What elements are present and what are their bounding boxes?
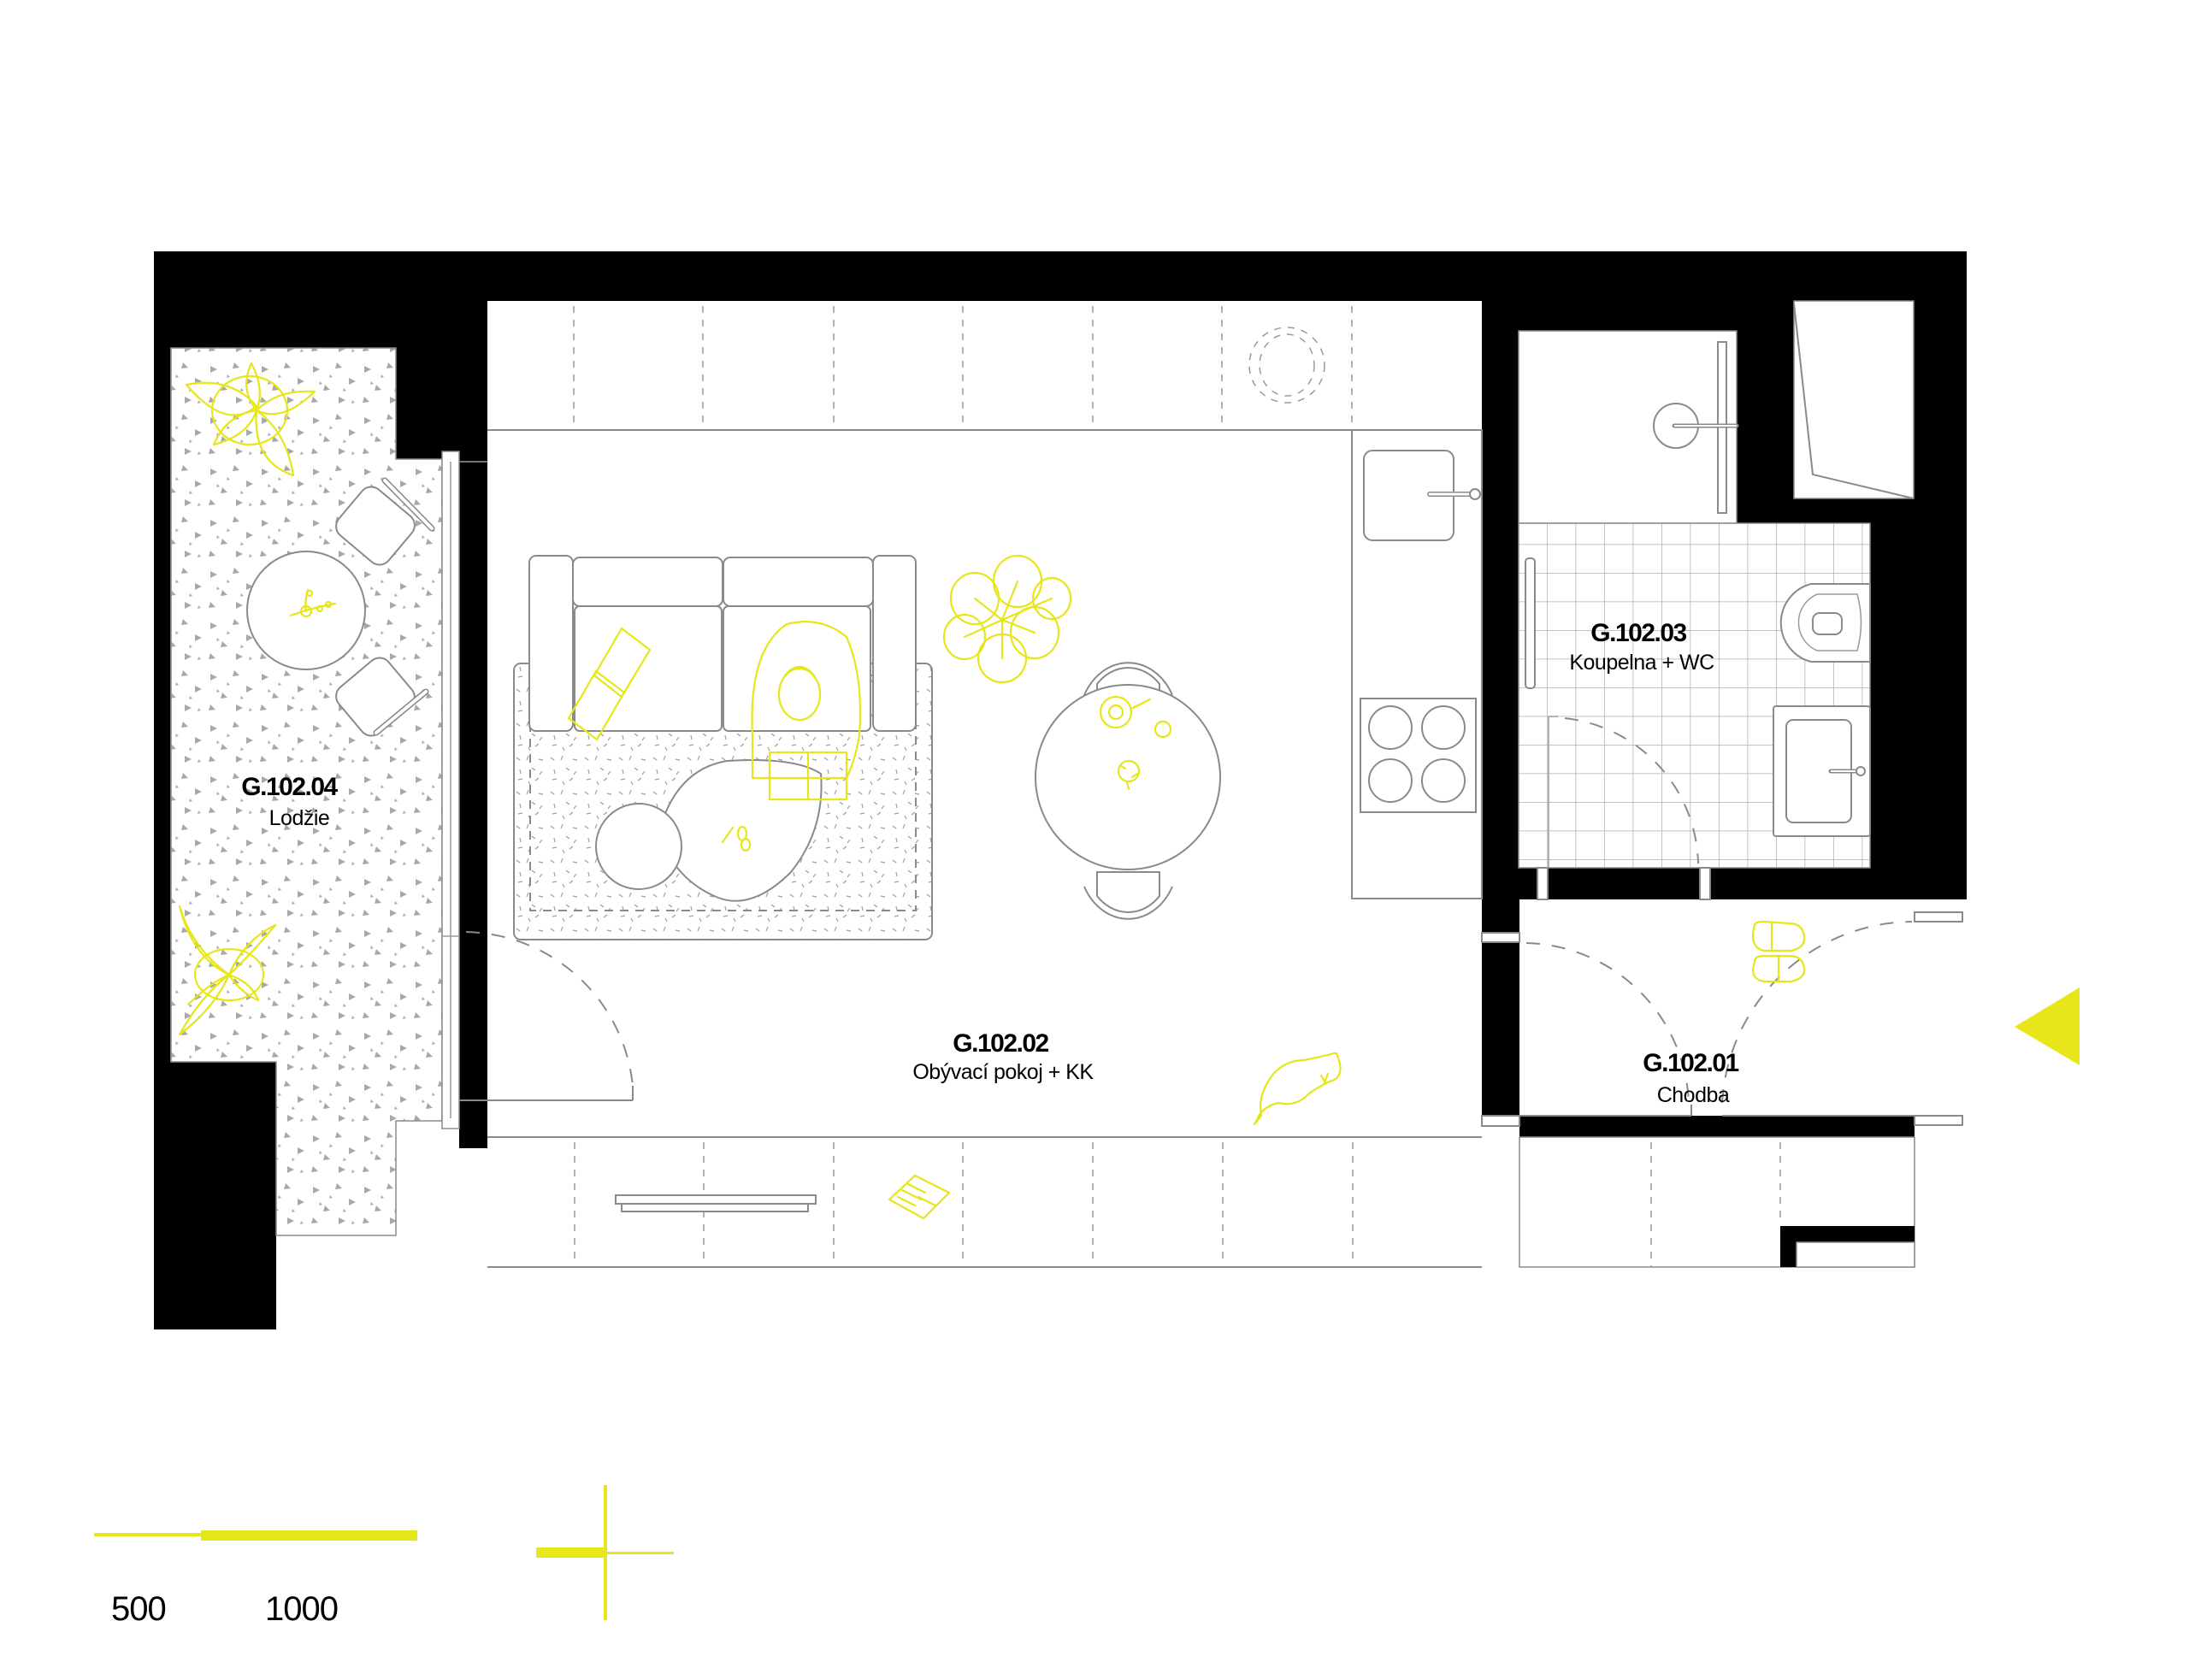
person-reading-icon xyxy=(751,621,862,801)
cushions-icon xyxy=(567,627,652,741)
flowers-on-loggia-table-icon xyxy=(289,588,337,618)
bathroom-fixtures xyxy=(1525,341,1871,900)
table-items-icon xyxy=(1099,695,1172,791)
room-code-hallway: G.102.01 xyxy=(1643,1049,1738,1077)
dining-table xyxy=(1035,684,1221,870)
room-name-hallway: Chodba xyxy=(1657,1083,1730,1107)
north-cross-icon xyxy=(536,1485,674,1620)
loggia-floor xyxy=(170,347,443,1236)
storage-niche xyxy=(1793,300,1915,499)
bottom-wardrobe xyxy=(487,1136,1482,1268)
plant-loggia-top-icon xyxy=(185,362,316,477)
room-code-loggia: G.102.04 xyxy=(241,773,338,801)
scale-bar: 500 1000 xyxy=(94,1530,417,1628)
kitchen-counter xyxy=(1351,429,1483,899)
washing-machine xyxy=(1248,327,1325,404)
plant-loggia-bottom-icon xyxy=(178,905,277,1036)
dining-set xyxy=(1035,662,1221,920)
room-code-bathroom: G.102.03 xyxy=(1590,619,1686,647)
top-wardrobe xyxy=(487,306,1353,431)
hall-doors xyxy=(1481,911,1963,1127)
pouf xyxy=(657,759,823,902)
room-name-loggia: Lodžie xyxy=(269,806,330,830)
cat-icon xyxy=(1253,1052,1342,1126)
magazine-icon xyxy=(888,1174,951,1220)
scale-label-1000: 1000 xyxy=(265,1590,338,1628)
sofa xyxy=(528,555,917,732)
glasses-icon xyxy=(721,825,752,852)
window-frame xyxy=(441,451,487,1129)
room-code-living: G.102.02 xyxy=(953,1029,1048,1058)
monstera-plant-icon xyxy=(942,554,1072,684)
scale-label-500: 500 xyxy=(111,1590,166,1628)
hallway-floor xyxy=(1519,899,1967,1116)
loggia-door xyxy=(459,931,634,1101)
room-name-bathroom: Koupelna + WC xyxy=(1569,651,1714,675)
room-name-living: Obývací pokoj + KK xyxy=(912,1060,1094,1084)
tv-shelf xyxy=(615,1194,817,1205)
slippers-icon xyxy=(1751,920,1806,983)
ottoman xyxy=(595,803,682,890)
entrance-arrow-icon xyxy=(2015,987,2080,1065)
